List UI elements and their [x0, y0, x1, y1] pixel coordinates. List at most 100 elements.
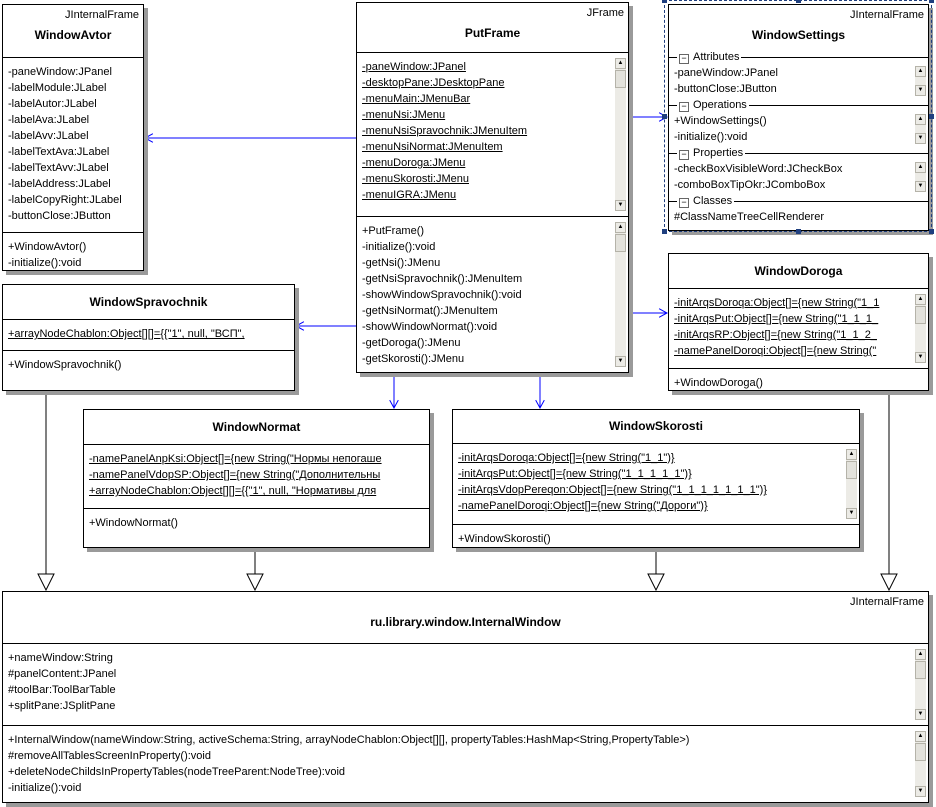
scrollbar[interactable]: ▲▼ — [915, 114, 926, 144]
class-normat[interactable]: WindowNormat-namePanelAnpKsi:Object[]={n… — [83, 409, 430, 548]
scroll-up-button[interactable]: ▲ — [915, 66, 926, 77]
class-member[interactable]: #ClassNameTreeCellRenderer — [674, 211, 824, 223]
group-classes[interactable]: −Classes — [669, 193, 928, 209]
class-member[interactable]: -labelCopyRight:JLabel — [8, 194, 122, 206]
class-member[interactable]: -paneWindow:JPanel — [362, 61, 466, 73]
class-member[interactable]: -buttonClose:JButton — [8, 210, 111, 222]
class-member[interactable]: #removeAllTablesScreenInProperty():void — [8, 750, 211, 762]
class-member[interactable]: +InternalWindow(nameWindow:String, activ… — [8, 734, 690, 746]
collapse-toggle-icon[interactable]: − — [679, 198, 689, 208]
class-member[interactable]: -menuNsi:JMenu — [362, 109, 446, 121]
collapse-toggle-icon[interactable]: − — [679, 150, 689, 160]
class-member[interactable]: -initialize():void — [362, 241, 436, 253]
scroll-up-button[interactable]: ▲ — [846, 449, 857, 460]
class-member[interactable]: +WindowSpravochnik() — [8, 359, 122, 371]
class-member[interactable]: -getDoroga():JMenu — [362, 337, 461, 349]
group-operations[interactable]: −Operations — [669, 97, 928, 113]
class-member[interactable]: -labelAva:JLabel — [8, 114, 90, 126]
scroll-down-button[interactable]: ▼ — [615, 356, 626, 367]
scrollbar[interactable]: ▲▼ — [846, 449, 857, 519]
collapse-toggle-icon[interactable]: − — [679, 102, 689, 112]
scroll-up-button[interactable]: ▲ — [915, 162, 926, 173]
class-member[interactable]: -getSkorosti():JMenu — [362, 353, 465, 365]
scroll-thumb[interactable] — [915, 306, 926, 324]
scrollbar[interactable]: ▲▼ — [615, 58, 626, 211]
scrollbar[interactable]: ▲▼ — [915, 294, 926, 363]
class-member[interactable]: -menuNsiSpravochnik:JMenuItem — [362, 125, 528, 137]
scrollbar[interactable]: ▲▼ — [915, 66, 926, 96]
scroll-thumb[interactable] — [615, 70, 626, 88]
class-member[interactable]: -initArqsPut:Object[]={new String("1_1_1… — [674, 313, 879, 325]
scrollbar[interactable]: ▲▼ — [915, 162, 926, 192]
class-member[interactable]: -desktopPane:JDesktopPane — [362, 77, 505, 89]
class-member[interactable]: #toolBar:ToolBarTable — [8, 684, 116, 696]
class-member[interactable]: #panelContent:JPanel — [8, 668, 117, 680]
scroll-down-button[interactable]: ▼ — [915, 709, 926, 720]
scroll-thumb[interactable] — [915, 661, 926, 679]
class-member[interactable]: -initArqsVdopPereqon:Object[]={new Strin… — [458, 484, 767, 496]
resize-handle[interactable] — [662, 0, 667, 3]
class-member[interactable]: -paneWindow:JPanel — [8, 66, 112, 78]
scroll-up-button[interactable]: ▲ — [915, 649, 926, 660]
scroll-down-button[interactable]: ▼ — [915, 786, 926, 797]
class-member[interactable]: -initialize():void — [8, 257, 82, 269]
scroll-down-button[interactable]: ▼ — [915, 133, 926, 144]
class-member[interactable]: +WindowDoroga() — [674, 377, 763, 389]
class-member[interactable]: -namePanelVdopSP:Object[]={new String("Д… — [89, 469, 381, 481]
class-member[interactable]: -getNsiSpravochnik():JMenuItem — [362, 273, 523, 285]
scroll-down-button[interactable]: ▼ — [915, 352, 926, 363]
class-member[interactable]: -menuIGRA:JMenu — [362, 189, 457, 201]
class-member[interactable]: -namePanelAnpKsi:Object[]={new String("Н… — [89, 453, 382, 465]
scroll-thumb[interactable] — [915, 743, 926, 761]
class-member[interactable]: -initArqsDoroqa:Object[]={new String("1_… — [674, 297, 880, 309]
resize-handle[interactable] — [662, 114, 667, 119]
scroll-down-button[interactable]: ▼ — [915, 181, 926, 192]
class-skorosti[interactable]: WindowSkorosti-initArqsDoroqa:Object[]={… — [452, 409, 860, 548]
class-member[interactable]: +arrayNodeChablon:Object[][]={{"1", null… — [89, 485, 377, 497]
scrollbar[interactable]: ▲▼ — [915, 731, 926, 797]
scroll-thumb[interactable] — [846, 461, 857, 479]
resize-handle[interactable] — [929, 0, 934, 3]
class-member[interactable]: +deleteNodeChildsInPropertyTables(nodeTr… — [8, 766, 346, 778]
class-member[interactable]: +arrayNodeChablon:Object[][]={{"1", null… — [8, 328, 245, 340]
collapse-toggle-icon[interactable]: − — [679, 54, 689, 64]
class-member[interactable]: -comboBoxTipOkr:JComboBox — [674, 179, 826, 191]
class-member[interactable]: +WindowSettings() — [674, 115, 767, 127]
scroll-up-button[interactable]: ▲ — [615, 222, 626, 233]
group-properties[interactable]: −Properties — [669, 145, 928, 161]
class-member[interactable]: +WindowNormat() — [89, 517, 178, 529]
class-member[interactable]: +PutFrame() — [362, 225, 425, 237]
class-member[interactable]: -labelAutor:JLabel — [8, 98, 97, 110]
scroll-up-button[interactable]: ▲ — [915, 114, 926, 125]
class-member[interactable]: -namePanelDoroqi:Object[]={new String(" — [674, 345, 877, 357]
class-doroga[interactable]: WindowDoroga-initArqsDoroqa:Object[]={ne… — [668, 253, 929, 391]
class-member[interactable]: -menuDoroga:JMenu — [362, 157, 466, 169]
class-member[interactable]: -menuSkorosti:JMenu — [362, 173, 469, 185]
class-member[interactable]: +WindowSkorosti() — [458, 533, 551, 545]
scroll-down-button[interactable]: ▼ — [615, 200, 626, 211]
class-member[interactable]: -buttonClose:JButton — [674, 83, 777, 95]
class-member[interactable]: +splitPane:JSplitPane — [8, 700, 116, 712]
class-member[interactable]: -labelTextAvv:JLabel — [8, 162, 109, 174]
class-member[interactable]: -menuNsiNormat:JMenuItem — [362, 141, 503, 153]
scroll-up-button[interactable]: ▲ — [915, 294, 926, 305]
class-member[interactable]: +WindowAvtor() — [8, 241, 87, 253]
class-member[interactable]: -initArqsRP:Object[]={new String("1_1_2_ — [674, 329, 877, 341]
class-member[interactable]: -menuMain:JMenuBar — [362, 93, 471, 105]
scrollbar[interactable]: ▲▼ — [615, 222, 626, 367]
class-member[interactable]: -getNsiNormat():JMenuItem — [362, 305, 498, 317]
scrollbar[interactable]: ▲▼ — [915, 649, 926, 720]
class-member[interactable]: -checkBoxVisibleWord:JCheckBox — [674, 163, 843, 175]
resize-handle[interactable] — [796, 229, 801, 234]
resize-handle[interactable] — [929, 114, 934, 119]
scroll-thumb[interactable] — [615, 234, 626, 252]
class-member[interactable]: -namePanelDoroqi:Object[]={new String("Д… — [458, 500, 708, 512]
class-member[interactable]: -labelAvv:JLabel — [8, 130, 89, 142]
scroll-down-button[interactable]: ▼ — [915, 85, 926, 96]
resize-handle[interactable] — [796, 0, 801, 3]
class-member[interactable]: -paneWindow:JPanel — [674, 67, 778, 79]
